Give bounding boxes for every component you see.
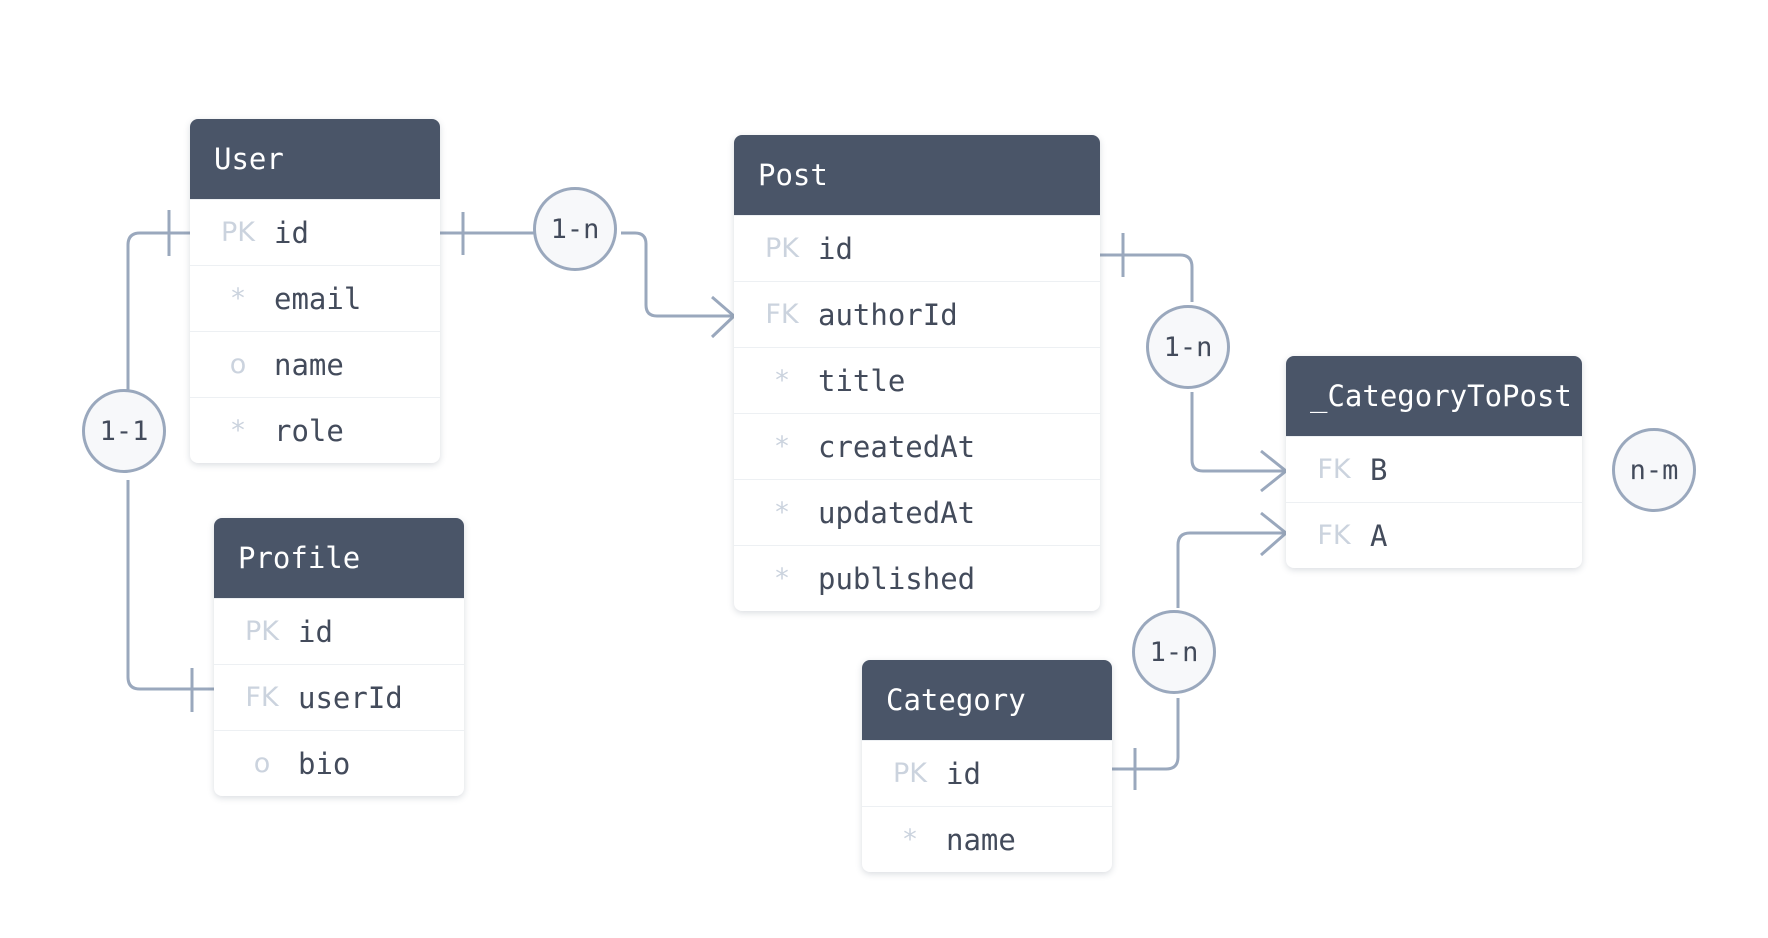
required-marker: * <box>231 283 245 314</box>
field-row[interactable]: FK B <box>1286 436 1582 502</box>
field-name: id <box>818 231 853 266</box>
field-row[interactable]: o bio <box>214 730 464 796</box>
field-name: userId <box>298 680 403 715</box>
entity-post[interactable]: Post PK id FK authorId * title * created… <box>734 135 1100 611</box>
foreign-key-marker: FK <box>765 299 799 330</box>
relation-badge-user-profile[interactable]: 1-1 <box>82 389 166 473</box>
field-name: createdAt <box>818 429 976 464</box>
primary-key-marker: PK <box>221 217 255 248</box>
field-row[interactable]: FK A <box>1286 502 1582 568</box>
field-row[interactable]: * published <box>734 545 1100 611</box>
connector-user-post <box>440 212 737 339</box>
field-row[interactable]: PK id <box>734 215 1100 281</box>
field-name: role <box>274 413 344 448</box>
required-marker: * <box>775 431 789 462</box>
field-row[interactable]: * createdAt <box>734 413 1100 479</box>
field-row[interactable]: FK userId <box>214 664 464 730</box>
foreign-key-marker: FK <box>1317 454 1351 485</box>
field-row[interactable]: o name <box>190 331 440 397</box>
field-name: authorId <box>818 297 958 332</box>
field-row[interactable]: * name <box>862 806 1112 872</box>
field-name: id <box>298 614 333 649</box>
entity-category-to-post[interactable]: _CategoryToPost FK B FK A <box>1286 356 1582 568</box>
connector-user-profile <box>126 210 214 712</box>
field-name: email <box>274 281 362 316</box>
entity-user[interactable]: User PK id * email o name * role <box>190 119 440 463</box>
entity-post-title: Post <box>734 135 1100 215</box>
field-name: name <box>274 347 344 382</box>
foreign-key-marker: FK <box>1317 520 1351 551</box>
field-name: id <box>274 215 309 250</box>
relation-badge-category-post[interactable]: n-m <box>1612 428 1696 512</box>
field-row[interactable]: * title <box>734 347 1100 413</box>
field-name: bio <box>298 746 351 781</box>
field-row[interactable]: PK id <box>862 740 1112 806</box>
field-name: updatedAt <box>818 495 976 530</box>
relation-badge-category-category-to-post[interactable]: 1-n <box>1132 610 1216 694</box>
required-marker: * <box>903 824 917 855</box>
relation-badge-user-post[interactable]: 1-n <box>533 187 617 271</box>
entity-profile[interactable]: Profile PK id FK userId o bio <box>214 518 464 796</box>
entity-category-title: Category <box>862 660 1112 740</box>
field-name: name <box>946 822 1016 857</box>
field-row[interactable]: PK id <box>214 598 464 664</box>
field-row[interactable]: * role <box>190 397 440 463</box>
optional-marker: o <box>229 349 247 380</box>
field-row[interactable]: * updatedAt <box>734 479 1100 545</box>
field-row[interactable]: PK id <box>190 199 440 265</box>
field-row[interactable]: * email <box>190 265 440 331</box>
field-row[interactable]: FK authorId <box>734 281 1100 347</box>
optional-marker: o <box>253 748 271 779</box>
primary-key-marker: PK <box>893 758 927 789</box>
entity-user-title: User <box>190 119 440 199</box>
field-name: published <box>818 561 976 596</box>
required-marker: * <box>231 415 245 446</box>
field-name: B <box>1370 452 1388 487</box>
required-marker: * <box>775 365 789 396</box>
field-name: A <box>1370 518 1388 553</box>
entity-category-to-post-title: _CategoryToPost <box>1286 356 1582 436</box>
entity-profile-title: Profile <box>214 518 464 598</box>
foreign-key-marker: FK <box>245 682 279 713</box>
required-marker: * <box>775 497 789 528</box>
relation-badge-post-category-to-post[interactable]: 1-n <box>1146 305 1230 389</box>
entity-category[interactable]: Category PK id * name <box>862 660 1112 872</box>
required-marker: * <box>775 563 789 594</box>
primary-key-marker: PK <box>765 233 799 264</box>
field-name: id <box>946 756 981 791</box>
primary-key-marker: PK <box>245 616 279 647</box>
field-name: title <box>818 363 906 398</box>
